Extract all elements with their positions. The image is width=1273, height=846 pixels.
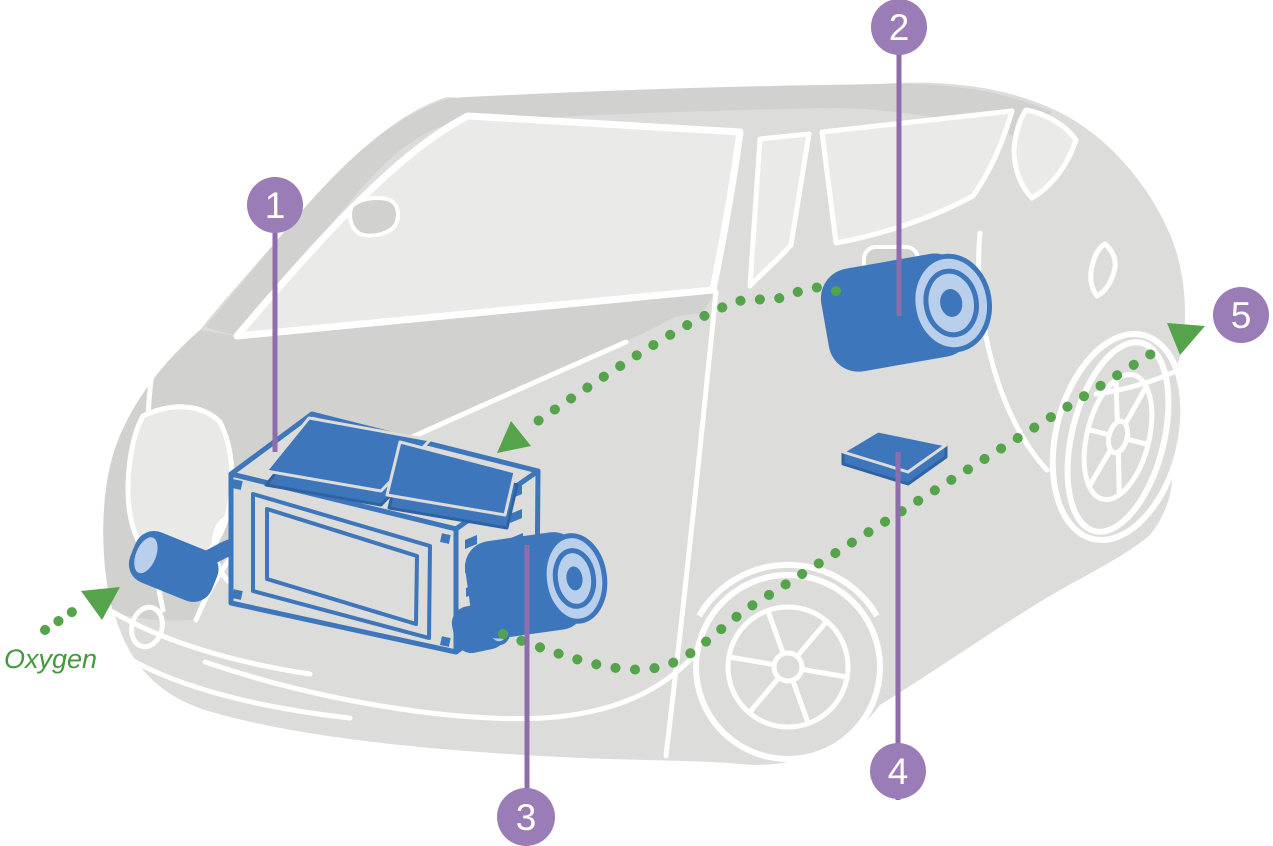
windshield bbox=[233, 112, 744, 340]
front-door-window bbox=[747, 131, 812, 289]
intake-cap bbox=[130, 533, 162, 578]
callout-2-number: 2 bbox=[889, 7, 910, 48]
callout-4-number: 4 bbox=[888, 751, 909, 792]
callout-1-number: 1 bbox=[265, 185, 286, 226]
panel-left-top bbox=[264, 416, 432, 493]
rocker-sweep-line bbox=[202, 655, 695, 722]
tank-cap-ring bbox=[923, 268, 979, 338]
stack-top-panels bbox=[264, 416, 519, 530]
hood-shading bbox=[103, 290, 713, 621]
cowl-shading bbox=[237, 290, 713, 351]
motor-cap-center bbox=[566, 566, 583, 591]
fuel-door-outline bbox=[1088, 241, 1118, 299]
stack-front-face bbox=[228, 471, 459, 655]
callout-4-circle bbox=[870, 743, 926, 799]
callout-5: 5 bbox=[1213, 287, 1269, 343]
callout-5-circle bbox=[1213, 287, 1269, 343]
front-wheel bbox=[693, 561, 883, 762]
stack-front-frame-outer bbox=[251, 492, 432, 640]
motor-cap-ring bbox=[552, 548, 597, 609]
callout-3-circle bbox=[497, 788, 555, 846]
callout-markers: 1 2 3 4 5 bbox=[247, 0, 1269, 846]
oxygen-flow-arrowhead bbox=[81, 587, 120, 620]
front-wheel-rim bbox=[725, 604, 851, 730]
rear-wheel-arch bbox=[1049, 331, 1187, 543]
bumper-line-lower bbox=[125, 655, 353, 721]
callout-5-number: 5 bbox=[1231, 295, 1252, 336]
side-mirror bbox=[348, 196, 400, 238]
rear-side-window bbox=[819, 108, 1015, 246]
callout-3: 3 bbox=[497, 788, 555, 846]
callout-1-circle bbox=[247, 177, 303, 233]
rear-wheel-tire bbox=[1064, 339, 1172, 535]
stack-corner-bolts bbox=[232, 479, 451, 647]
oxygen-label: Oxygen bbox=[4, 644, 97, 674]
rear-door-seam bbox=[976, 230, 1050, 473]
callout-3-number: 3 bbox=[516, 797, 537, 838]
battery-top bbox=[841, 429, 948, 474]
hydrogen-flow-arrowhead bbox=[497, 421, 531, 453]
callout-lines bbox=[272, 54, 902, 800]
fog-lamp bbox=[129, 604, 165, 650]
front-wheel-tire bbox=[693, 572, 883, 762]
callout-1: 1 bbox=[247, 177, 303, 233]
callout-4: 4 bbox=[870, 743, 926, 799]
flow-paths bbox=[40, 282, 1205, 675]
oxygen-flow-path bbox=[40, 599, 89, 635]
hydrogen-flow-path bbox=[527, 282, 841, 430]
front-door-seam bbox=[663, 289, 719, 759]
rear-quarter-window bbox=[1011, 107, 1079, 201]
callout-2: 2 bbox=[871, 0, 927, 55]
rear-wheel bbox=[1049, 331, 1187, 543]
battery-module bbox=[841, 429, 948, 486]
callout-2-circle bbox=[871, 0, 927, 55]
exhaust-flow-arrowhead bbox=[1167, 323, 1205, 355]
panel-right-top bbox=[385, 440, 517, 517]
stack-front-frame-inner bbox=[265, 507, 419, 626]
rear-wheel-hub bbox=[1105, 418, 1131, 456]
tank-cap-center bbox=[940, 289, 963, 317]
front-wheel-arch bbox=[696, 561, 880, 618]
front-wheel-hub bbox=[771, 650, 805, 684]
